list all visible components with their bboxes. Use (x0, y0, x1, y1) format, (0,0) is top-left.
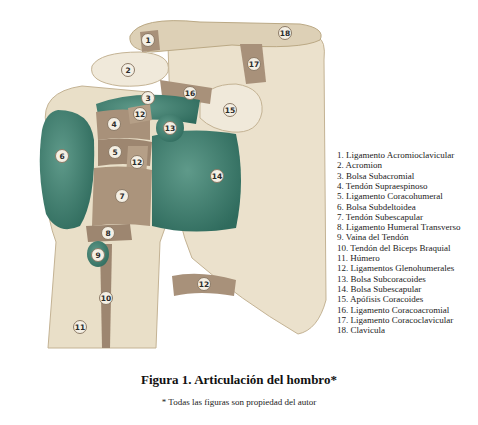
legend-entry: 14. Bolsa Subescapular (337, 284, 421, 294)
callout-number: 3 (141, 91, 155, 105)
tendon-sheath (87, 241, 109, 267)
subscapular-bursa (152, 130, 241, 231)
callout-number: 12 (133, 107, 147, 121)
legend-entry: 2. Acromion (337, 160, 382, 170)
callout-number: 8 (101, 226, 115, 240)
legend-entry: 15. Apófisis Coracoides (337, 294, 423, 304)
legend-entry: 16. Ligamento Coracoacromial (337, 305, 449, 315)
callout-number: 2 (121, 63, 135, 77)
transverse-humeral-ligament (86, 224, 132, 242)
callout-number: 4 (107, 117, 121, 131)
figure-title: Figura 1. Articulación del hombro* (0, 372, 478, 388)
legend-entry: 1. Ligamento Acromioclavicular (337, 150, 454, 160)
acromion-bone (92, 52, 169, 86)
legend-entry: 13. Bolsa Subcoracoides (337, 274, 426, 284)
callout-number: 12 (197, 277, 211, 291)
callout-number: 13 (163, 121, 177, 135)
subscapular-tendon (92, 166, 152, 226)
legend-entry: 11. Húmero (337, 253, 380, 263)
legend-entry: 8. Ligamento Humeral Transverso (337, 222, 460, 232)
glenohumeral-ligament (172, 274, 236, 296)
subcoracoid-bursa (156, 114, 184, 142)
subdeltoid-bursa (40, 110, 94, 229)
legend-entry: 4. Tendón Supraespinoso (337, 181, 427, 191)
legend-entry: 18. Clavicula (337, 325, 385, 335)
callout-number: 17 (247, 57, 261, 71)
callout-number: 12 (130, 155, 144, 169)
callout-number: 11 (73, 320, 87, 334)
callout-number: 16 (183, 86, 197, 100)
legend-entry: 3. Bolsa Subacromial (337, 171, 414, 181)
callout-number: 9 (91, 248, 105, 262)
callout-number: 15 (223, 103, 237, 117)
callout-number: 6 (55, 149, 69, 163)
legend-entry: 5. Ligamento Coracohumeral (337, 191, 443, 201)
legend-entry: 17. Ligamento Coracoclavicular (337, 315, 453, 325)
legend-entry: 12. Ligamentos Glenohumerales (337, 263, 454, 273)
acromioclavicular-ligament (140, 30, 160, 52)
figure-caption: * Todas las figuras son propiedad del au… (0, 397, 478, 407)
legend-entry: 6. Bolsa Subdeltoidea (337, 202, 416, 212)
callout-number: 14 (210, 169, 224, 183)
callout-number: 7 (115, 189, 129, 203)
callout-number: 1 (141, 33, 155, 47)
clavicle-bone (130, 21, 321, 52)
callout-number: 10 (99, 291, 113, 305)
callout-number: 18 (278, 26, 292, 40)
legend-entry: 10. Tendón del Biceps Braquial (337, 243, 450, 253)
coracoclavicular-ligament (240, 44, 266, 84)
callout-number: 5 (108, 145, 122, 159)
glenohumeral-ligament (128, 104, 152, 124)
legend-entry: 9. Vaina del Tendón (337, 232, 409, 242)
legend-entry: 7. Tendón Subescapular (337, 212, 423, 222)
